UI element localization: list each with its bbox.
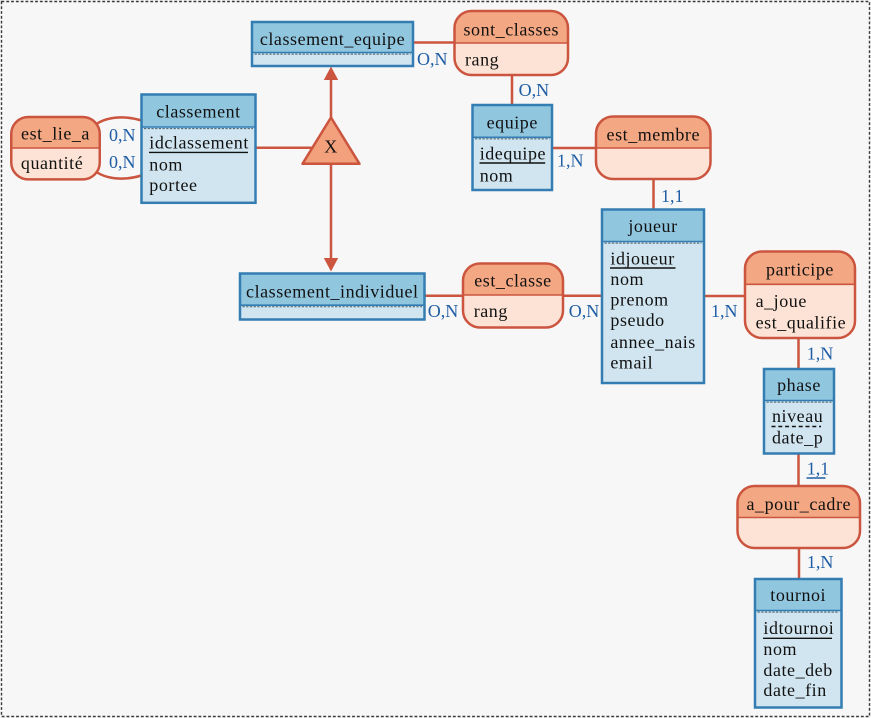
svg-text:phase: phase	[777, 375, 821, 395]
svg-text:idclassement: idclassement	[149, 132, 249, 152]
svg-text:classement_equipe: classement_equipe	[260, 29, 405, 49]
svg-text:a_joue: a_joue	[756, 291, 807, 311]
svg-text:est_qualifie: est_qualifie	[756, 313, 847, 333]
svg-text:date_p: date_p	[772, 427, 823, 447]
svg-text:date_deb: date_deb	[763, 660, 832, 680]
svg-text:1,1: 1,1	[661, 186, 684, 206]
svg-text:a_pour_cadre: a_pour_cadre	[747, 494, 852, 514]
svg-text:nom: nom	[480, 166, 514, 186]
svg-text:nom: nom	[763, 639, 797, 659]
svg-text:1,N: 1,N	[711, 301, 738, 321]
svg-text:annee_nais: annee_nais	[610, 332, 695, 352]
svg-text:idtournoi: idtournoi	[763, 618, 834, 638]
svg-text:0,N: 0,N	[109, 125, 136, 145]
svg-text:O,N: O,N	[428, 301, 459, 321]
svg-text:classement: classement	[156, 101, 240, 121]
svg-text:rang: rang	[465, 50, 499, 70]
svg-text:participe: participe	[766, 260, 834, 280]
svg-text:tournoi: tournoi	[770, 585, 826, 605]
svg-text:est_membre: est_membre	[607, 125, 700, 145]
svg-text:date_fin: date_fin	[763, 680, 826, 700]
svg-text:O,N: O,N	[417, 49, 448, 69]
svg-text:1,N: 1,N	[807, 344, 834, 364]
svg-text:0,N: 0,N	[109, 152, 136, 172]
svg-text:prenom: prenom	[610, 290, 668, 310]
svg-text:quantité: quantité	[21, 153, 83, 173]
svg-text:nom: nom	[610, 269, 644, 289]
svg-text:idjoueur: idjoueur	[610, 248, 674, 268]
svg-text:1,1: 1,1	[807, 459, 830, 479]
svg-text:joueur: joueur	[627, 216, 677, 236]
svg-text:email: email	[610, 353, 653, 373]
svg-text:nom: nom	[149, 155, 183, 175]
svg-text:portee: portee	[149, 175, 197, 195]
svg-text:X: X	[324, 137, 338, 157]
svg-text:rang: rang	[474, 301, 508, 321]
svg-text:sont_classes: sont_classes	[464, 20, 560, 40]
svg-text:1,N: 1,N	[557, 151, 584, 171]
svg-text:idequipe: idequipe	[480, 144, 546, 164]
svg-text:1,N: 1,N	[807, 552, 834, 572]
svg-text:est_classe: est_classe	[474, 270, 551, 290]
svg-text:equipe: equipe	[487, 113, 538, 133]
svg-text:pseudo: pseudo	[610, 310, 664, 330]
svg-text:O,N: O,N	[519, 80, 550, 100]
svg-text:est_lie_a: est_lie_a	[21, 124, 90, 144]
svg-text:niveau: niveau	[772, 406, 823, 426]
svg-text:classement_individuel: classement_individuel	[246, 281, 419, 301]
svg-text:O,N: O,N	[569, 301, 600, 321]
